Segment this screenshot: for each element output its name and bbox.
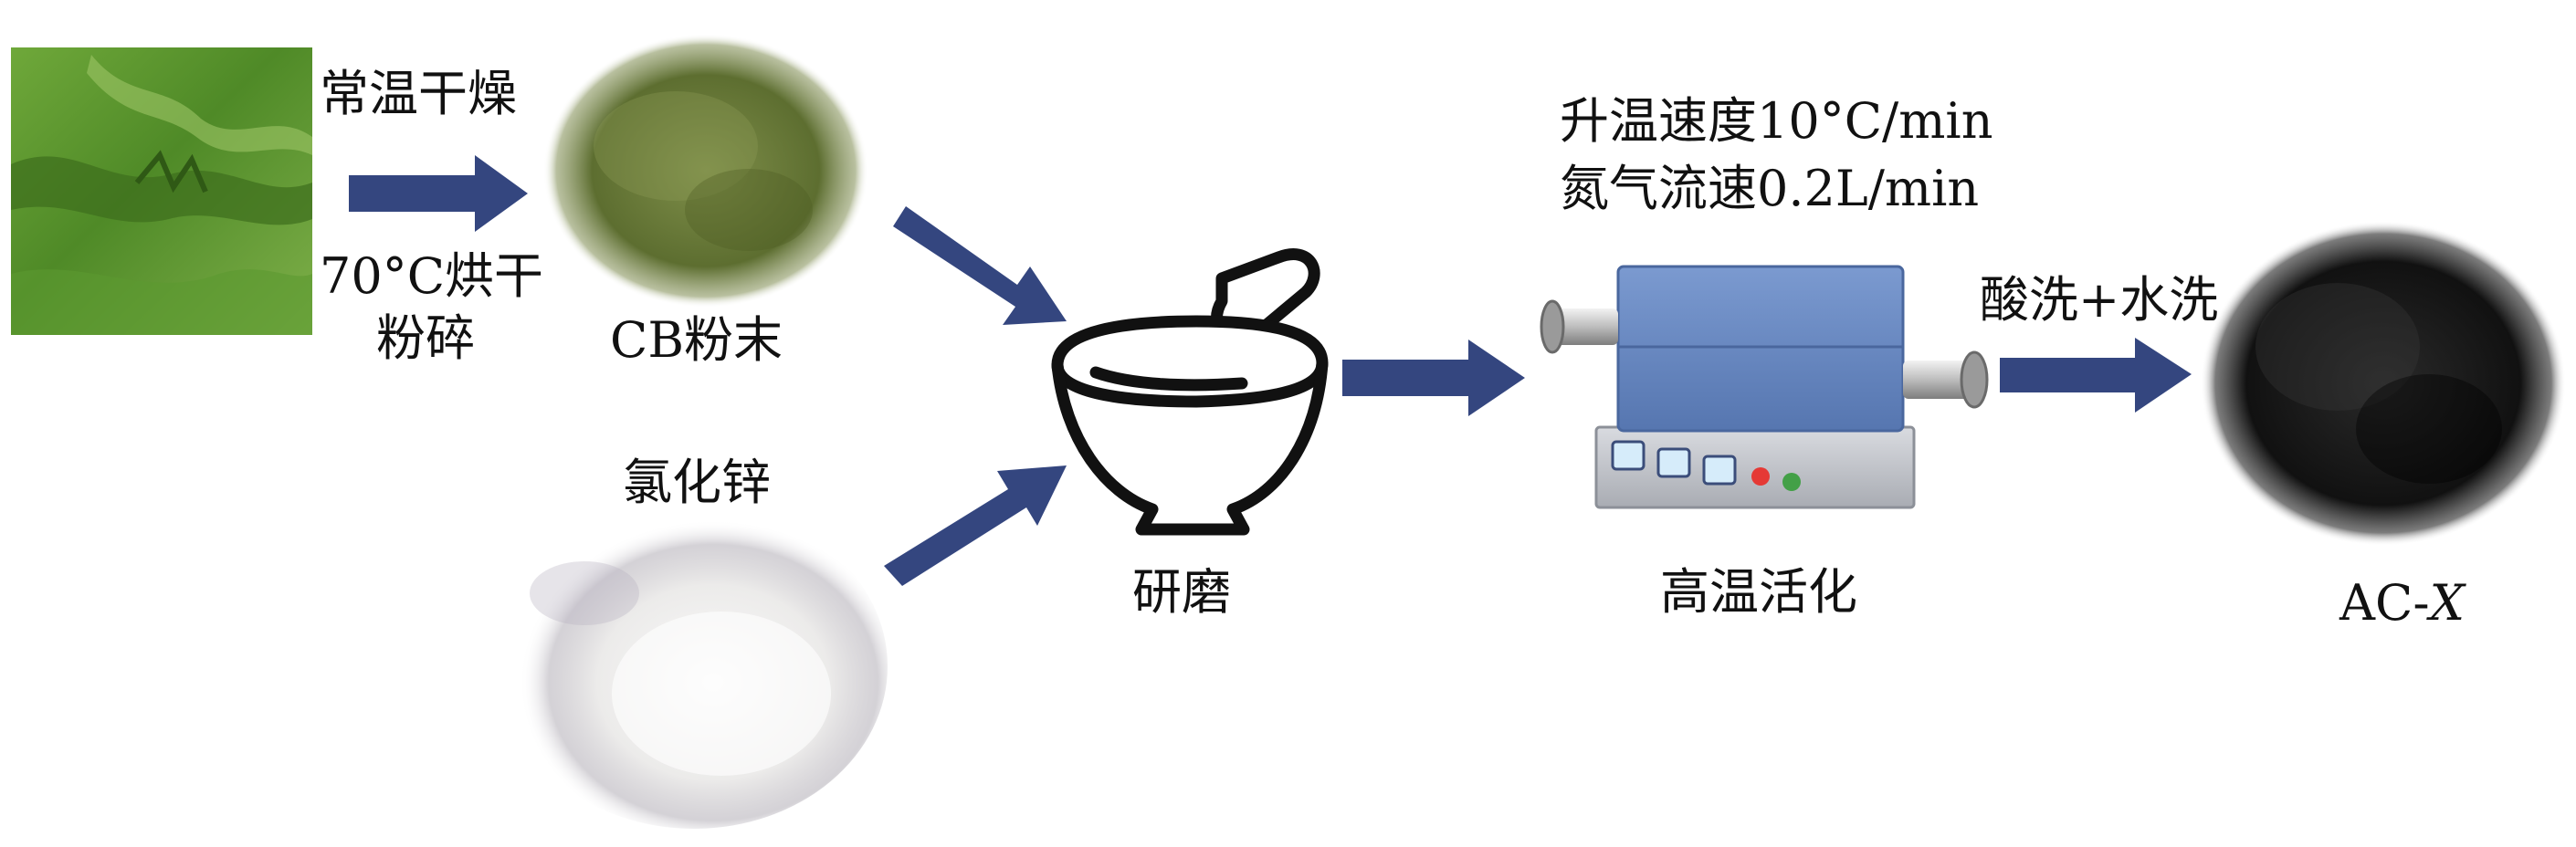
mortar-pestle-icon (1051, 248, 1329, 536)
arrow-furnace-to-carbon (2000, 338, 2192, 413)
dry-step-label-line2: 70°C烘干 (320, 247, 544, 305)
product-label: AC-X (2339, 574, 2466, 632)
cb-powder-label: CB粉末 (610, 311, 783, 369)
product-label-prefix: AC- (2339, 574, 2430, 632)
algae-photo-image (11, 47, 312, 335)
product-label-variable: X (2429, 574, 2466, 632)
zinc-chloride-label: 氯化锌 (623, 454, 771, 511)
tube-furnace-icon (1540, 265, 1989, 509)
arrow-zncl2-to-mortar (884, 465, 1067, 586)
dry-step-label-line3: 粉碎 (376, 309, 475, 367)
arrow-dry-to-cb (349, 155, 528, 232)
washing-label: 酸洗+水洗 (1980, 271, 2219, 329)
arrow-mortar-to-furnace (1342, 340, 1525, 416)
dry-step-label-line1: 常温干燥 (320, 65, 517, 122)
activated-carbon-image (2201, 221, 2566, 546)
grinding-label: 研磨 (1132, 563, 1231, 621)
arrow-cb-to-mortar (893, 206, 1067, 325)
activation-condition-heating-rate: 升温速度10°C/min (1560, 92, 1993, 150)
activation-condition-nitrogen-flow: 氮气流速0.2L/min (1560, 160, 1980, 217)
activation-label: 高温活化 (1660, 563, 1857, 621)
cb-powder-image (543, 34, 868, 308)
zinc-chloride-image (500, 504, 888, 829)
